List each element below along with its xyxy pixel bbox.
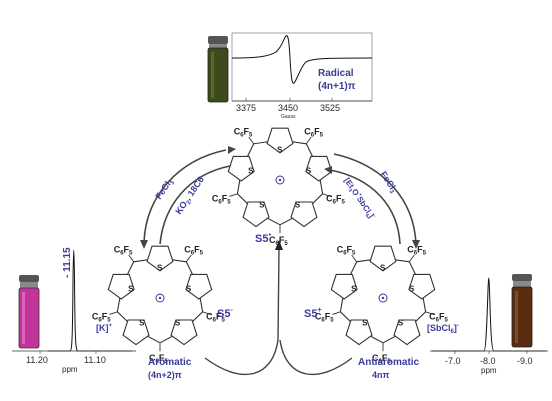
sulfur-atom: S (351, 285, 357, 294)
meso-c6f5-label: C6F5 (114, 245, 133, 257)
thiophene-ring (107, 273, 135, 300)
meso-c6f5-label: C6F5 (372, 353, 391, 365)
thiophene-ring (266, 127, 294, 154)
nmr-left-tick-11.20: 11.20 (26, 355, 48, 365)
aromatic-label: Aromatic (148, 357, 192, 368)
thiophene-ring (393, 319, 421, 346)
thiophene-ring (369, 245, 397, 272)
meso-c6f5-label: C6F5 (326, 194, 345, 206)
nmr-right-trace (432, 277, 546, 352)
sulfur-atom: S (362, 319, 368, 328)
meso-c6f5-label: C6F5 (92, 312, 111, 324)
epr-trace (231, 35, 373, 84)
meso-c6f5-label: C6F5 (149, 353, 168, 365)
sulfur-atom: S (128, 285, 134, 294)
arrow-right-reduction (329, 169, 401, 245)
sulfur-atom: S (175, 319, 181, 328)
nmr-right-tick-9: -9.0 (517, 356, 533, 366)
arc-right-to-center (279, 339, 353, 375)
sulfur-atom: S (139, 319, 145, 328)
ring-center-symbol (275, 175, 285, 185)
arrow-left-reduction (159, 165, 231, 245)
epr-tick-3375: 3375 (236, 103, 256, 113)
epr-radical-electrons: (4n+1)π (318, 81, 356, 92)
thiophene-ring (242, 201, 270, 228)
antiaromatic-label: Antiaromatic (358, 357, 420, 368)
nmr-left: 11.20 11.10 ppm - 11.15 (12, 247, 136, 374)
vial-brown (511, 274, 533, 348)
right-counterion: [SbCl6]- (427, 323, 459, 335)
epr-radical-label: Radical (318, 68, 354, 79)
arrow-left-oxidation (143, 149, 227, 243)
reagent-left-fecl3: FeCl3 (153, 176, 176, 202)
vial-green (207, 36, 229, 103)
thiophene-ring (330, 273, 358, 300)
ring-center-symbol (378, 293, 388, 303)
left-species-label: S5- (217, 307, 233, 320)
sulfur-atom: S (277, 146, 283, 155)
meso-c6f5-label: C6F5 (206, 312, 225, 324)
nmr-right-unit: ppm (481, 366, 497, 375)
arc-left-to-center (204, 247, 280, 375)
meso-c6f5-label: C6F5 (429, 312, 448, 324)
nmr-right-tick-8: -8.0 (480, 356, 496, 366)
nmr-right: -7.0 -8.0 -9.0 ppm (430, 274, 548, 375)
meso-c6f5-label: C6F5 (184, 245, 203, 257)
sulfur-atom: S (398, 319, 404, 328)
meso-c6f5-label: C6F5 (407, 245, 426, 257)
sulfur-atom: S (157, 264, 163, 273)
vial-magenta (18, 275, 40, 349)
left-counterion: [K]+ (96, 323, 113, 333)
thiophene-ring (122, 319, 150, 346)
epr-tick-3525: 3525 (320, 103, 340, 113)
sulfur-atom: S (186, 285, 192, 294)
thiophene-ring (345, 319, 373, 346)
reagent-right-oxonium: [Et3O+SbCl6]- (341, 176, 378, 223)
thiophene-ring (170, 319, 198, 346)
antiaromatic-electrons: 4nπ (372, 370, 390, 380)
sulfur-atom: S (248, 167, 254, 176)
epr-axis-unit: Gauss (281, 114, 296, 120)
meso-c6f5-label: C6F5 (315, 312, 334, 324)
nmr-left-unit: ppm (62, 365, 78, 374)
sulfur-atom: S (306, 167, 312, 176)
sulfur-atom: S (409, 285, 415, 294)
epr-spectrum: 3375 3450 3525 Gauss Radical (4n+1)π (207, 32, 373, 120)
sulfur-atom: S (295, 201, 301, 210)
meso-c6f5-label: C6F5 (304, 127, 323, 139)
epr-tick-3450: 3450 (278, 103, 298, 113)
thiophene-ring (227, 155, 255, 182)
sulfur-atom: S (259, 201, 265, 210)
ring-center-symbol (155, 293, 165, 303)
thiophene-ring (185, 273, 213, 300)
meso-c6f5-label: C6F5 (234, 127, 253, 139)
nmr-left-peak-label: - 11.15 (62, 247, 73, 278)
arrow-right-oxidation (333, 153, 417, 245)
sulfur-atom: S (380, 264, 386, 273)
thiophene-ring (305, 155, 333, 182)
thiophene-ring (290, 201, 318, 228)
nmr-left-trace (48, 249, 132, 352)
nmr-left-tick-11.10: 11.10 (84, 355, 106, 365)
center-species-label: S5• (255, 232, 271, 245)
nmr-right-tick-7: -7.0 (445, 356, 461, 366)
meso-c6f5-label: C6F5 (212, 194, 231, 206)
aromatic-electrons: (4n+2)π (148, 370, 182, 380)
thiophene-ring (408, 273, 436, 300)
right-species-label: S5+ (304, 307, 322, 320)
meso-c6f5-label: C6F5 (337, 245, 356, 257)
thiophene-ring (146, 245, 174, 272)
